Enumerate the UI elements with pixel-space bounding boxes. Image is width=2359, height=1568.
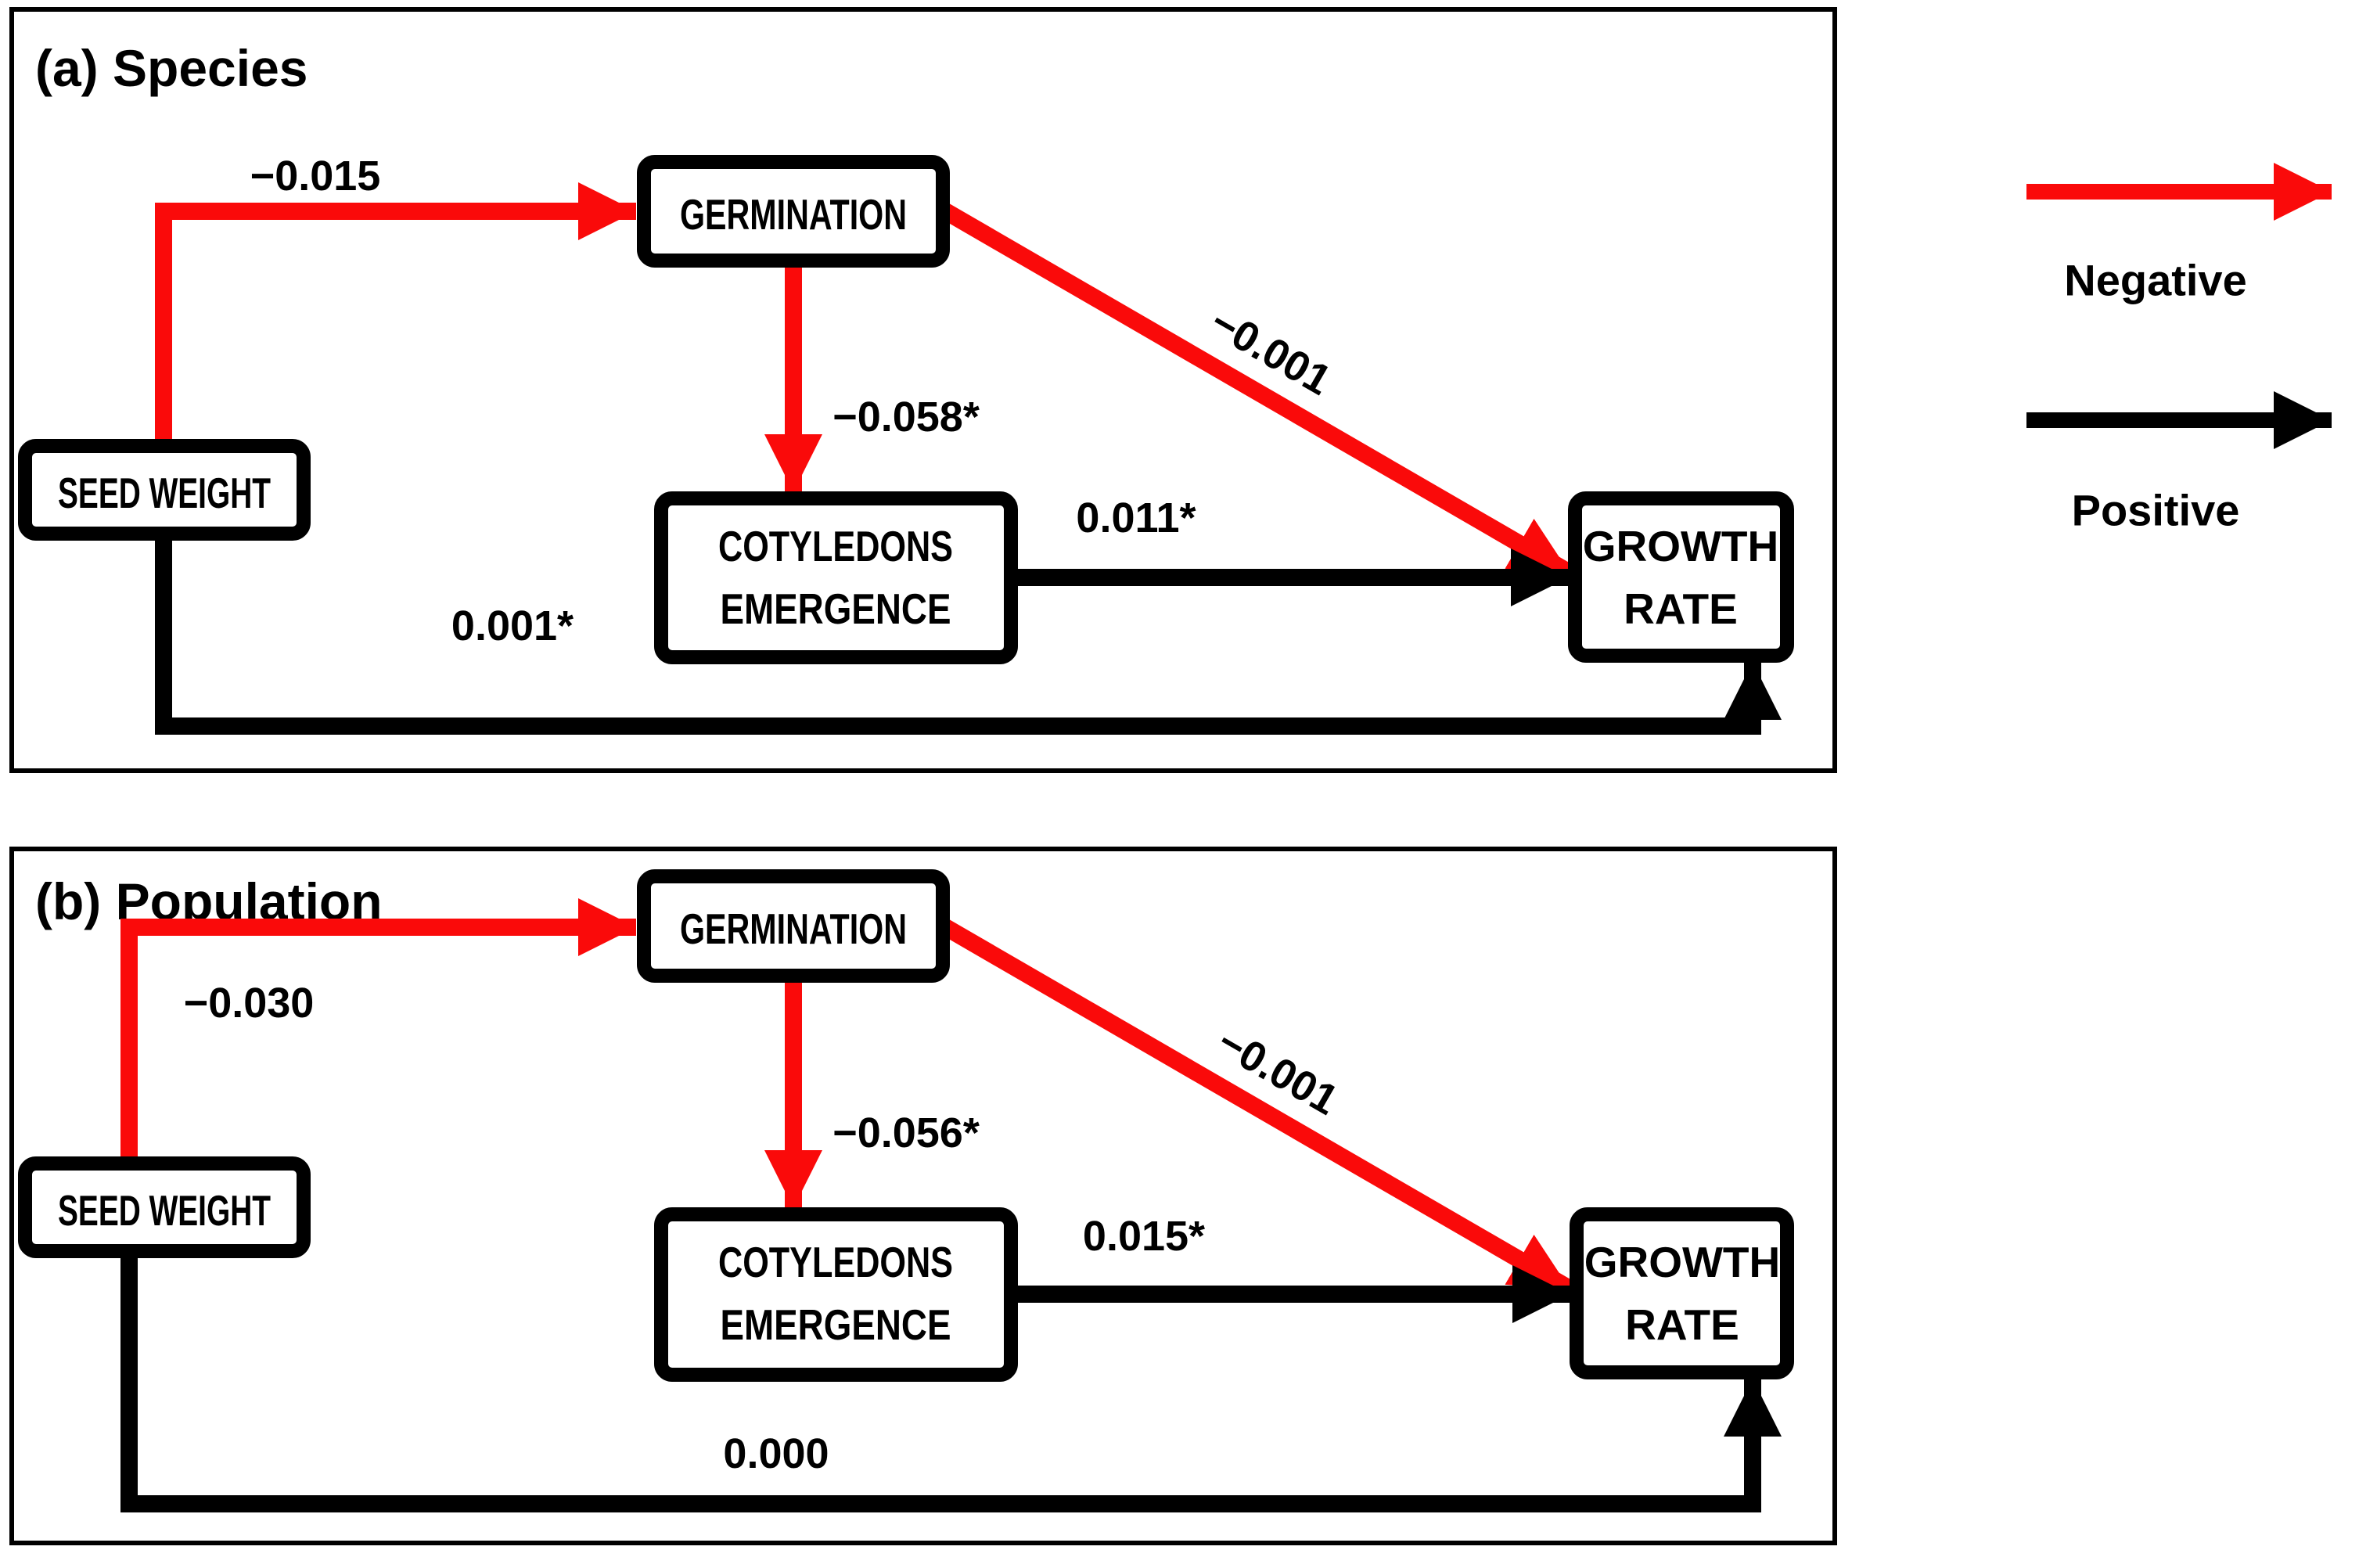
- panel-b-border: [9, 847, 1837, 1545]
- legend-negative-label: Negative: [2064, 256, 2246, 305]
- coefficient-seed-to-growth-a: 0.001*: [451, 602, 574, 649]
- cotyledons-label-line1-a: COTYLEDONS: [718, 522, 953, 570]
- coefficient-cotyledons-to-growth-a: 0.011*: [1076, 494, 1196, 541]
- growth-label-line2-a: RATE: [1624, 584, 1738, 633]
- edge-seed-weight-to-growth-a: [155, 534, 1782, 735]
- coefficient-cotyledons-to-growth-b: 0.015*: [1083, 1213, 1205, 1260]
- edge-seed-weight-to-growth-b: [120, 1251, 1782, 1512]
- coefficient-seed-to-germination-b: −0.030: [184, 980, 315, 1027]
- coefficient-seed-to-germination-a: −0.015: [250, 153, 381, 200]
- seed-weight-label-a: SEED WEIGHT: [58, 469, 271, 517]
- growth-rate-box-a: [1568, 491, 1794, 663]
- growth-label-line2-b: RATE: [1625, 1300, 1739, 1349]
- cotyledons-emergence-box-a: [654, 491, 1018, 664]
- edge-germination-to-growth-b: [938, 918, 1574, 1296]
- edge-seed-weight-to-germination-a: [155, 182, 636, 448]
- cotyledons-emergence-box-b: [654, 1207, 1018, 1382]
- legend: Negative Positive: [2026, 163, 2332, 535]
- coefficient-germination-to-cotyledons-a: −0.058*: [832, 394, 980, 441]
- cotyledons-label-line2-b: EMERGENCE: [721, 1300, 951, 1349]
- panel-a-border: [9, 7, 1837, 773]
- coefficient-germination-to-growth-a: −0.001: [1203, 298, 1339, 404]
- seed-weight-box-b: [18, 1156, 311, 1258]
- seed-weight-label-b: SEED WEIGHT: [58, 1186, 271, 1235]
- growth-label-line1-b: GROWTH: [1584, 1238, 1781, 1286]
- cotyledons-label-line1-b: COTYLEDONS: [718, 1238, 953, 1286]
- edge-seed-weight-to-germination-b: [120, 898, 636, 1165]
- cotyledons-label-line2-a: EMERGENCE: [721, 584, 951, 633]
- seed-weight-box-a: [18, 439, 311, 541]
- coefficient-seed-to-growth-b: 0.000: [723, 1430, 829, 1477]
- edge-germination-to-growth-a: [938, 202, 1574, 581]
- growth-rate-box-b: [1570, 1207, 1794, 1379]
- legend-positive-label: Positive: [2072, 486, 2240, 535]
- germination-label-a: GERMINATION: [680, 190, 907, 239]
- germination-box-a: [637, 155, 950, 268]
- growth-label-line1-a: GROWTH: [1583, 522, 1779, 570]
- coefficient-germination-to-growth-b: −0.001: [1210, 1018, 1346, 1124]
- coefficient-germination-to-cotyledons-b: −0.056*: [832, 1109, 980, 1156]
- germination-box-b: [637, 869, 950, 983]
- germination-label-b: GERMINATION: [680, 904, 907, 953]
- panel-a-title: (a) Species: [35, 39, 308, 97]
